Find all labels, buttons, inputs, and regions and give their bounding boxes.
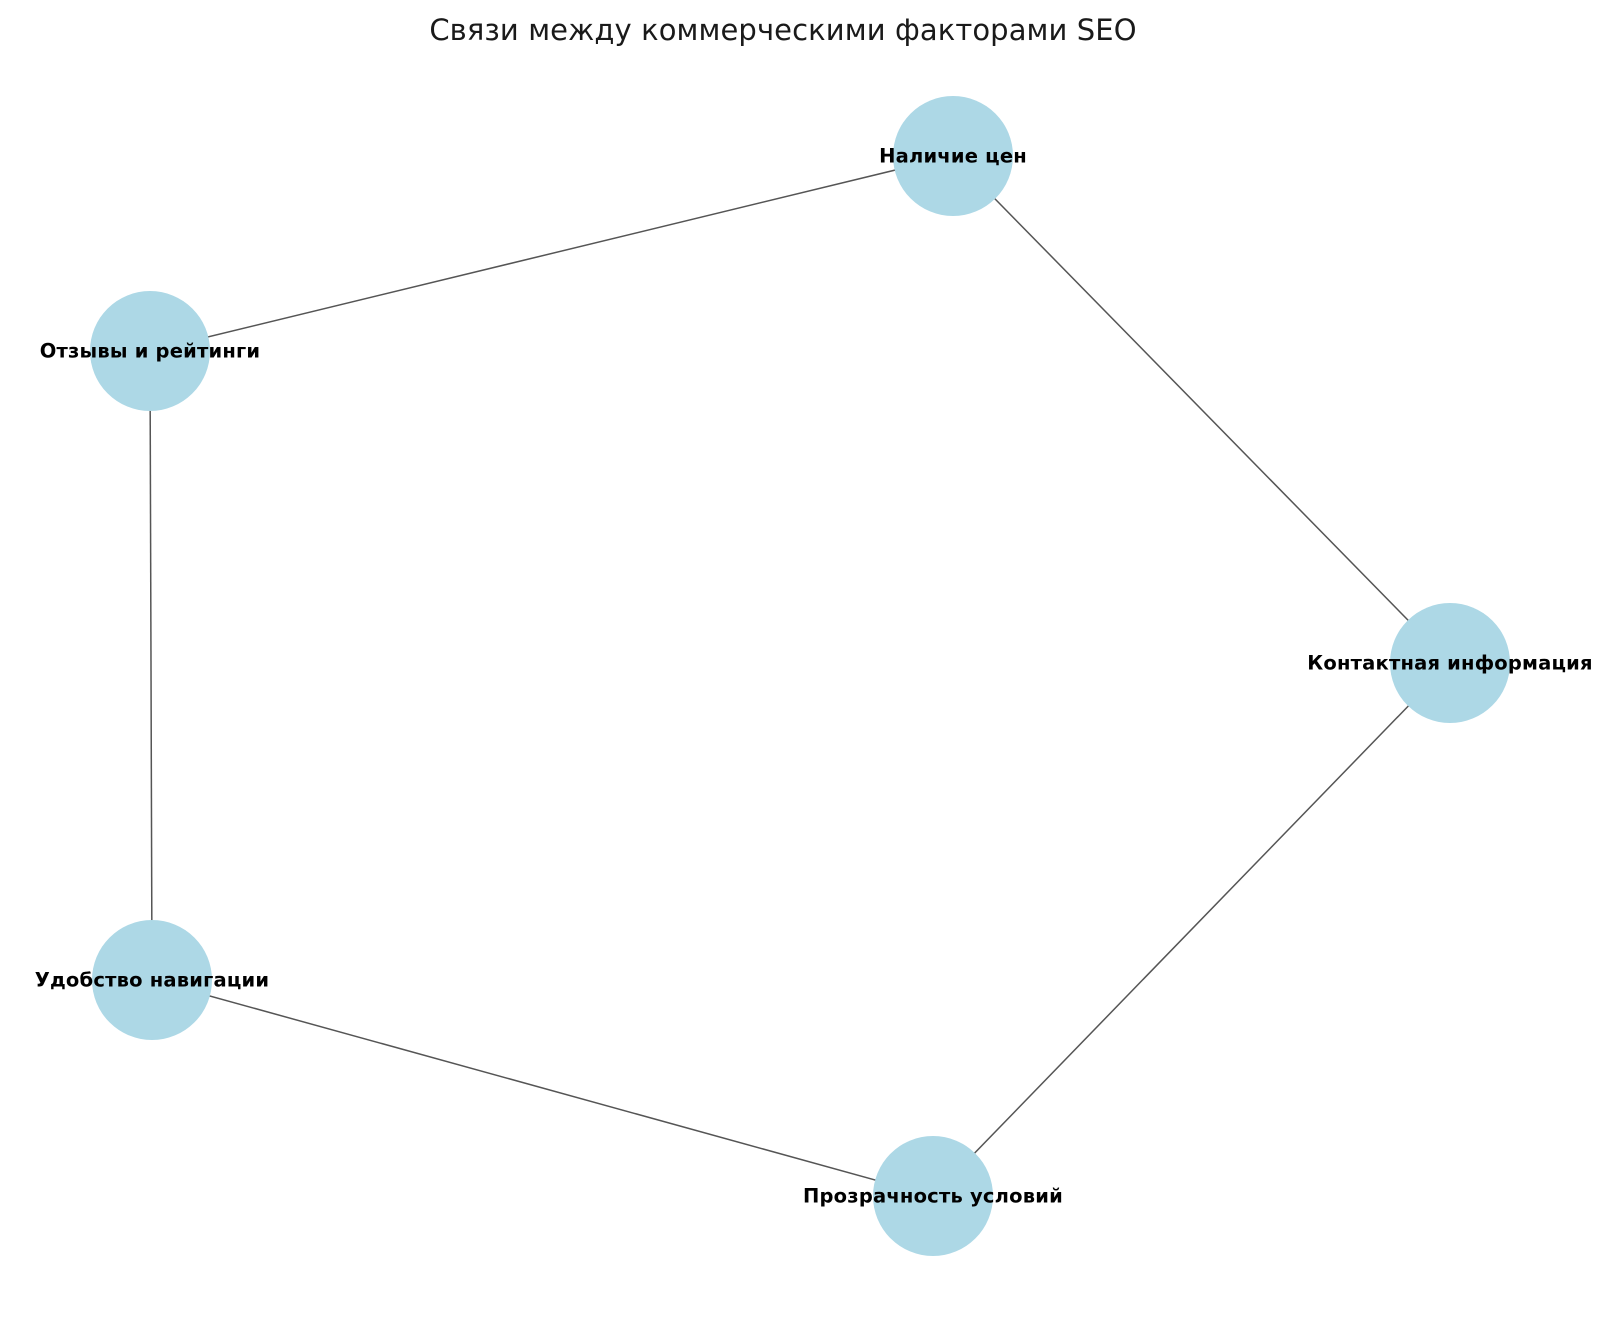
page-title: Связи между коммерческими факторами SEO <box>429 13 1137 47</box>
graph-node-kontaktnaya-informaciya[interactable] <box>1390 603 1510 723</box>
graph-node-udobstvo-navigacii[interactable] <box>92 920 212 1040</box>
graph-edge <box>952 155 1451 664</box>
graph-node-label-udobstvo-navigacii: Удобство навигации <box>34 968 270 992</box>
graph-node-label-otzyvy-i-reitingi: Отзывы и рейтинги <box>39 339 261 363</box>
graph-node-label-kontaktnaya-informaciya: Контактная информация <box>1307 651 1593 675</box>
graph-node-label-nalichie-cen: Наличие цен <box>879 144 1027 168</box>
graph-node-nalichie-cen[interactable] <box>893 96 1013 216</box>
graph-node-otzyvy-i-reitingi[interactable] <box>90 291 210 411</box>
graph-edge <box>149 350 153 981</box>
graph-edge <box>151 979 934 1197</box>
graph-node-prozrachnost-uslovii[interactable] <box>873 1136 993 1256</box>
graph-edge <box>932 662 1451 1197</box>
graph-node-label-prozrachnost-uslovii: Прозрачность условий <box>803 1184 1063 1208</box>
graph-edge <box>149 155 954 352</box>
